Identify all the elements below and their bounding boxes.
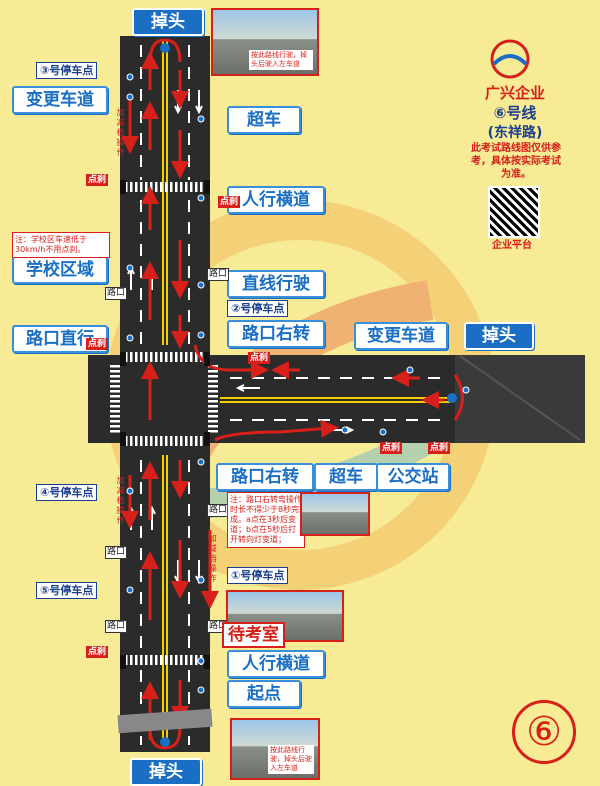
brake-tag: 点刹 — [218, 196, 241, 208]
right-turn-note: 注：路口右转弯操作时长不得少于8秒完成。a点在3秒后变道；b点在5秒后打开转向灯… — [227, 492, 305, 548]
photo-top: 按此路线行驶，掉头后驶入左车道 — [211, 8, 319, 76]
brake-tag: 点刹 — [380, 442, 403, 454]
speed-op-text: 加减档操作 — [208, 534, 217, 583]
brake-tag: 点刹 — [248, 352, 271, 364]
crosswalk-label-top: 人行横道 — [227, 186, 325, 214]
disclaimer: 此考试路线图仅供参考，具体按实际考试为准。 — [471, 143, 561, 180]
change-lane-label-right: 变更车道 — [354, 322, 448, 350]
intersection-tag: 路口 — [207, 504, 230, 517]
photo-caption: 按此路线行驶，掉头后驶入左车道 — [249, 50, 313, 70]
stop-point-2: ②号停车点 — [227, 300, 289, 317]
stop-point-4: ④号停车点 — [36, 484, 98, 501]
u-turn-label-top: 掉头 — [132, 8, 204, 36]
straight-drive-label: 直线行驶 — [227, 270, 325, 298]
school-zone-label: 学校区域 — [12, 256, 108, 284]
intersection-tag: 路口 — [105, 620, 128, 633]
qr-code — [488, 186, 540, 238]
brake-tag: 点刹 — [86, 646, 109, 658]
brand-logo — [480, 38, 540, 80]
speed-op-text: 加减档操作 — [116, 108, 125, 157]
brake-tag: 点刹 — [86, 338, 109, 350]
u-turn-label-bottom: 掉头 — [130, 758, 202, 786]
stop-point-5: ⑤号停车点 — [36, 582, 98, 599]
intersection-tag: 路口 — [105, 546, 128, 559]
change-lane-label-top: 变更车道 — [12, 86, 108, 114]
brake-tag: 点刹 — [428, 442, 451, 454]
crosswalk-label-bottom: 人行横道 — [227, 650, 325, 678]
crosswalks — [110, 182, 218, 665]
waiting-room-label: 待考室 — [222, 622, 285, 648]
stop-point-3: ③号停车点 — [36, 62, 98, 79]
start-point-label: 起点 — [227, 680, 301, 708]
overtake-label-bottom: 超车 — [314, 463, 378, 491]
photo-bottom: 按此路线行驶，掉头后驶入左车道 — [230, 718, 320, 780]
brake-tag: 点刹 — [86, 174, 109, 186]
speed-op-text: 加减档操作 — [116, 476, 125, 525]
marker-dots — [126, 73, 470, 694]
school-note: 注：学校区车速低于30km/h不用点刹。 — [12, 232, 110, 258]
right-turn-label-bottom: 路口右转 — [216, 463, 314, 491]
u-turn-label-right: 掉头 — [464, 322, 534, 350]
route-name: ⑥号线 — [493, 104, 537, 122]
photo-right-turn — [300, 492, 370, 536]
u-turn-arrow-bottom — [148, 727, 182, 750]
stop-point-1: ①号停车点 — [227, 567, 289, 584]
overtake-label-top: 超车 — [227, 106, 301, 134]
route-number-circle: ⑥ — [512, 700, 576, 764]
photo-caption: 按此路线行驶，掉头后驶入左车道 — [268, 745, 314, 774]
road-name: (东祥路) — [487, 125, 543, 141]
speed-bump — [117, 708, 213, 734]
intersection-tag: 路口 — [105, 287, 128, 300]
intersection-tag: 路口 — [207, 268, 230, 281]
company-name: 广兴企业 — [484, 84, 545, 102]
bus-stop-label: 公交站 — [376, 463, 450, 491]
traffic-lights — [120, 180, 210, 669]
platform-label: 企业平台 — [492, 240, 532, 251]
u-turn-arrow-top — [148, 38, 182, 63]
right-turn-label-top: 路口右转 — [227, 320, 325, 348]
